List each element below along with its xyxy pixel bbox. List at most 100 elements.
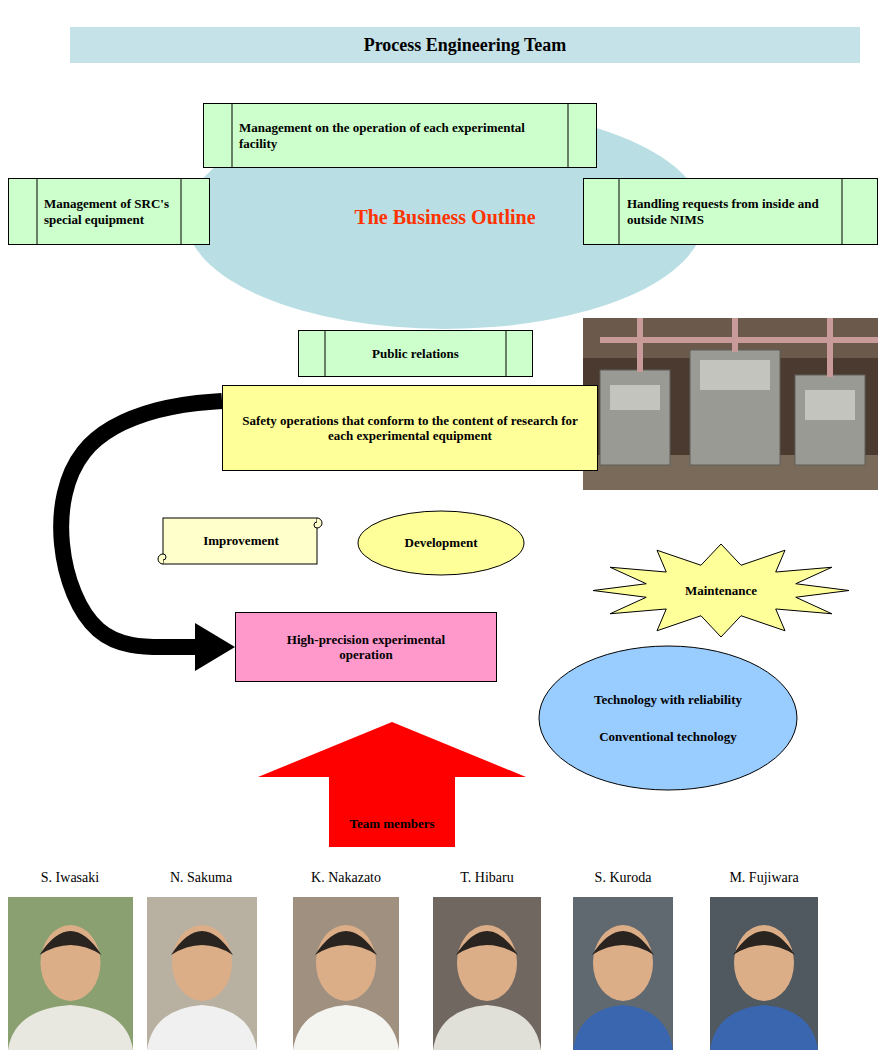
node-text-area: Technology with reliabilityConventional … [538,666,798,771]
box-fill [204,104,597,168]
node-text-area: Team members [258,756,526,847]
machine-body [690,350,780,465]
title-text: Process Engineering Team [364,35,567,56]
task-box: Handling requests from inside and outsid… [583,178,878,245]
scroll-curl [158,554,166,564]
pipe [600,337,878,343]
photo-ground [433,897,541,1050]
node-label: Maintenance [662,583,780,598]
side-bar [181,178,182,245]
team-photo [710,897,818,1050]
node-label: Public relations [332,346,499,361]
node-text-area: Handling requests from inside and outsid… [583,190,878,233]
face [41,925,101,1001]
hair [171,931,233,955]
hair [40,931,102,955]
node-label: Management on the operation of each expe… [239,120,561,151]
task-box: Public relations [298,330,533,377]
node-text-area: Management of SRC's special equipment [8,190,210,233]
side-bar [232,103,233,168]
node-label: Development [385,535,497,550]
photo-ground [573,897,673,1050]
photo-ground [8,897,133,1050]
team-photo [293,897,399,1050]
hair [733,931,795,955]
photo-ground [147,897,257,1050]
team-photo [573,897,673,1050]
shoulders [710,1005,818,1050]
ellipse-fill [539,646,797,790]
node-label: Technology with reliability [572,692,764,707]
task-box: Management of SRC's special equipment [8,178,210,245]
face [316,925,376,1001]
scroll-shape: Improvement [157,513,325,569]
arrow-fill [258,722,526,847]
machine-panel [700,360,770,390]
scroll-curl [314,518,322,528]
face [734,925,794,1001]
node-text-area: Maintenance [592,573,850,608]
node-text-area: High-precision experimental operation [235,624,497,671]
node-text-area: Improvement [157,525,325,556]
node-label: The Business Outline [255,206,635,230]
hair [592,931,654,955]
face [457,925,517,1001]
team-photo [433,897,541,1050]
side-bar [619,178,620,245]
shoulders [293,1005,399,1050]
box-fill [9,179,210,245]
hair [456,931,518,955]
side-bar [325,330,326,377]
node-text-area: Safety operations that conform to the co… [222,405,598,452]
member-name: N. Sakuma [131,870,271,886]
burst-star: Maintenance [592,543,850,638]
goal-box: High-precision experimental operation [235,612,497,682]
team-photo [8,897,133,1050]
pipe [637,318,643,372]
node-label: Management of SRC's special equipment [44,196,176,227]
photo-ground [293,897,399,1050]
box-fill [223,386,598,471]
side-bar [37,178,38,245]
node-text-area: Development [357,525,525,560]
member-name: S. Kuroda [553,870,693,886]
machine-body [795,375,865,465]
node-label: Conventional technology [572,729,764,744]
hair [315,931,377,955]
star-fill [593,544,849,637]
face [172,925,232,1001]
side-bar [842,178,843,245]
scroll-body [163,518,317,564]
node-outline [538,645,798,791]
box-fill [236,613,497,682]
ellipse-fill [358,511,524,575]
develop-ellipse: Development [357,510,525,576]
face [593,925,653,1001]
pipe [827,318,833,377]
safety-box: Safety operations that conform to the co… [222,385,598,471]
machinery-photo [583,318,878,490]
machine-body [600,370,670,465]
pipe [732,318,738,352]
member-name: K. Nakazato [276,870,416,886]
shoulders [573,1005,673,1050]
shoulders [8,1005,133,1050]
node-label: Team members [334,816,450,831]
shoulders [147,1005,257,1050]
team-photo [147,897,257,1050]
tech-ellipse: Technology with reliabilityConventional … [538,645,798,791]
title-band: Process Engineering Team [70,27,860,63]
machine-panel [805,390,855,420]
member-name: S. Iwasaki [0,870,140,886]
member-name: T. Hibaru [417,870,557,886]
photo-ground [583,318,878,490]
box-fill [299,331,533,377]
photo-ground [710,897,818,1050]
node-text-area: Public relations [298,340,533,367]
shoulders [433,1005,541,1050]
task-box: Management on the operation of each expe… [203,103,597,168]
node-text-area: Management on the operation of each expe… [203,114,597,157]
node-label: High-precision experimental operation [259,632,473,663]
node-label: Improvement [177,533,305,548]
